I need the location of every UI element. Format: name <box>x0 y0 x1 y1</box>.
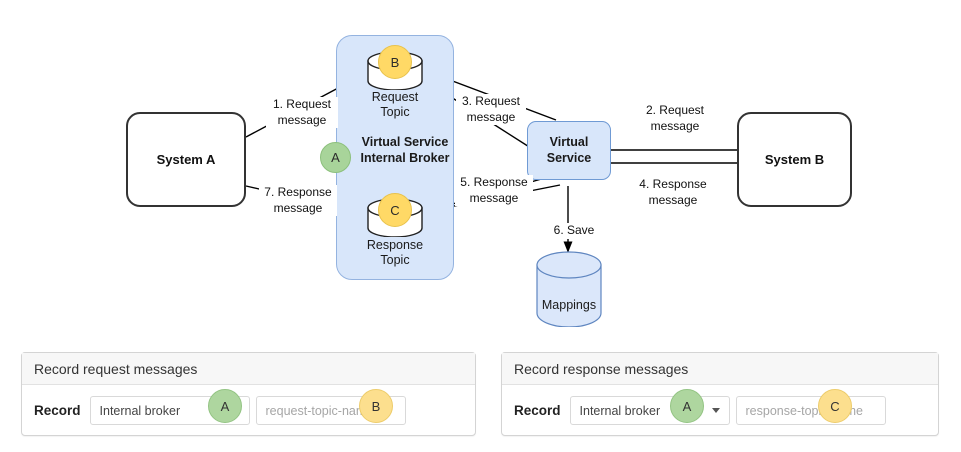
edge-label-2: 2. Request message <box>638 103 712 135</box>
record-response-panel-body: Record Internal broker response-topic-na… <box>502 385 938 436</box>
edge-label-7-line1: 7. Response <box>264 185 332 199</box>
record-request-messages-panel: Record request messages Record Internal … <box>21 352 476 436</box>
edge-label-1-line2: message <box>277 112 327 127</box>
edge-label-2-line2: message <box>650 118 700 133</box>
step-badge-b-diagram: B <box>378 45 412 79</box>
request-topic-label-line2: Topic <box>380 105 410 119</box>
record-request-field-label: Record <box>34 403 81 418</box>
request-topic-input-placeholder: request-topic-name <box>265 403 374 418</box>
edge-label-3-line1: 3. Request <box>461 94 521 108</box>
response-topic-label-line1: Response <box>366 238 424 252</box>
edge-label-3-line2: message <box>466 109 516 124</box>
edge-label-7-line2: message <box>273 200 323 215</box>
chevron-down-icon <box>711 408 720 413</box>
virtual-service-line2: Service <box>546 150 592 165</box>
request-topic-label-line1: Request <box>371 90 419 104</box>
record-response-panel-header: Record response messages <box>502 353 938 385</box>
system-b-node: System B <box>737 112 852 207</box>
step-badge-a-diagram: A <box>320 142 351 173</box>
edge-label-1-line1: 1. Request <box>272 97 332 111</box>
virtual-service-line1: Virtual <box>549 134 589 149</box>
response-topic-label-line2: Topic <box>380 253 410 267</box>
edge-label-3: 3. Request message <box>456 94 526 126</box>
edge-label-6-line1: 6. Save <box>553 223 595 237</box>
broker-title: Virtual Service Internal Broker <box>350 135 460 166</box>
response-broker-select[interactable]: Internal broker <box>569 396 730 425</box>
response-broker-select-value: Internal broker <box>579 403 661 418</box>
response-topic-label: Response Topic <box>348 238 442 268</box>
step-badge-a-response-form: A <box>670 389 704 423</box>
edge-label-4: 4. Response message <box>634 177 712 209</box>
edge-label-5-line2: message <box>469 190 519 205</box>
step-badge-a-request-form: A <box>208 389 242 423</box>
edge-label-4-line2: message <box>648 192 698 207</box>
broker-title-line1: Virtual Service <box>361 135 449 149</box>
mappings-datastore-cylinder <box>536 251 602 327</box>
edge-label-5-line1: 5. Response <box>460 175 528 189</box>
step-badge-c-diagram: C <box>378 193 412 227</box>
edge-label-4-line1: 4. Response <box>639 177 707 191</box>
edge-label-1: 1. Request message <box>266 97 338 129</box>
record-response-messages-panel: Record response messages Record Internal… <box>501 352 939 436</box>
edge-label-5: 5. Response message <box>455 175 533 207</box>
edge-label-2-line1: 2. Request <box>645 103 705 117</box>
step-badge-c-response-form: C <box>818 389 852 423</box>
step-badge-b-request-form: B <box>359 389 393 423</box>
mappings-label: Mappings <box>541 298 597 312</box>
record-request-panel-header: Record request messages <box>22 353 475 385</box>
request-topic-label: Request Topic <box>350 90 440 120</box>
virtual-service-node: Virtual Service <box>527 121 611 180</box>
edge-label-7: 7. Response message <box>259 185 337 217</box>
edge-label-6: 6. Save <box>549 223 599 239</box>
record-response-field-label: Record <box>514 403 561 418</box>
response-topic-input[interactable]: response-topic-name <box>735 396 886 425</box>
broker-title-line2: Internal Broker <box>360 150 450 165</box>
record-request-panel-body: Record Internal broker request-topic-nam… <box>22 385 475 436</box>
request-broker-select-value: Internal broker <box>99 403 181 418</box>
system-a-node: System A <box>126 112 246 207</box>
